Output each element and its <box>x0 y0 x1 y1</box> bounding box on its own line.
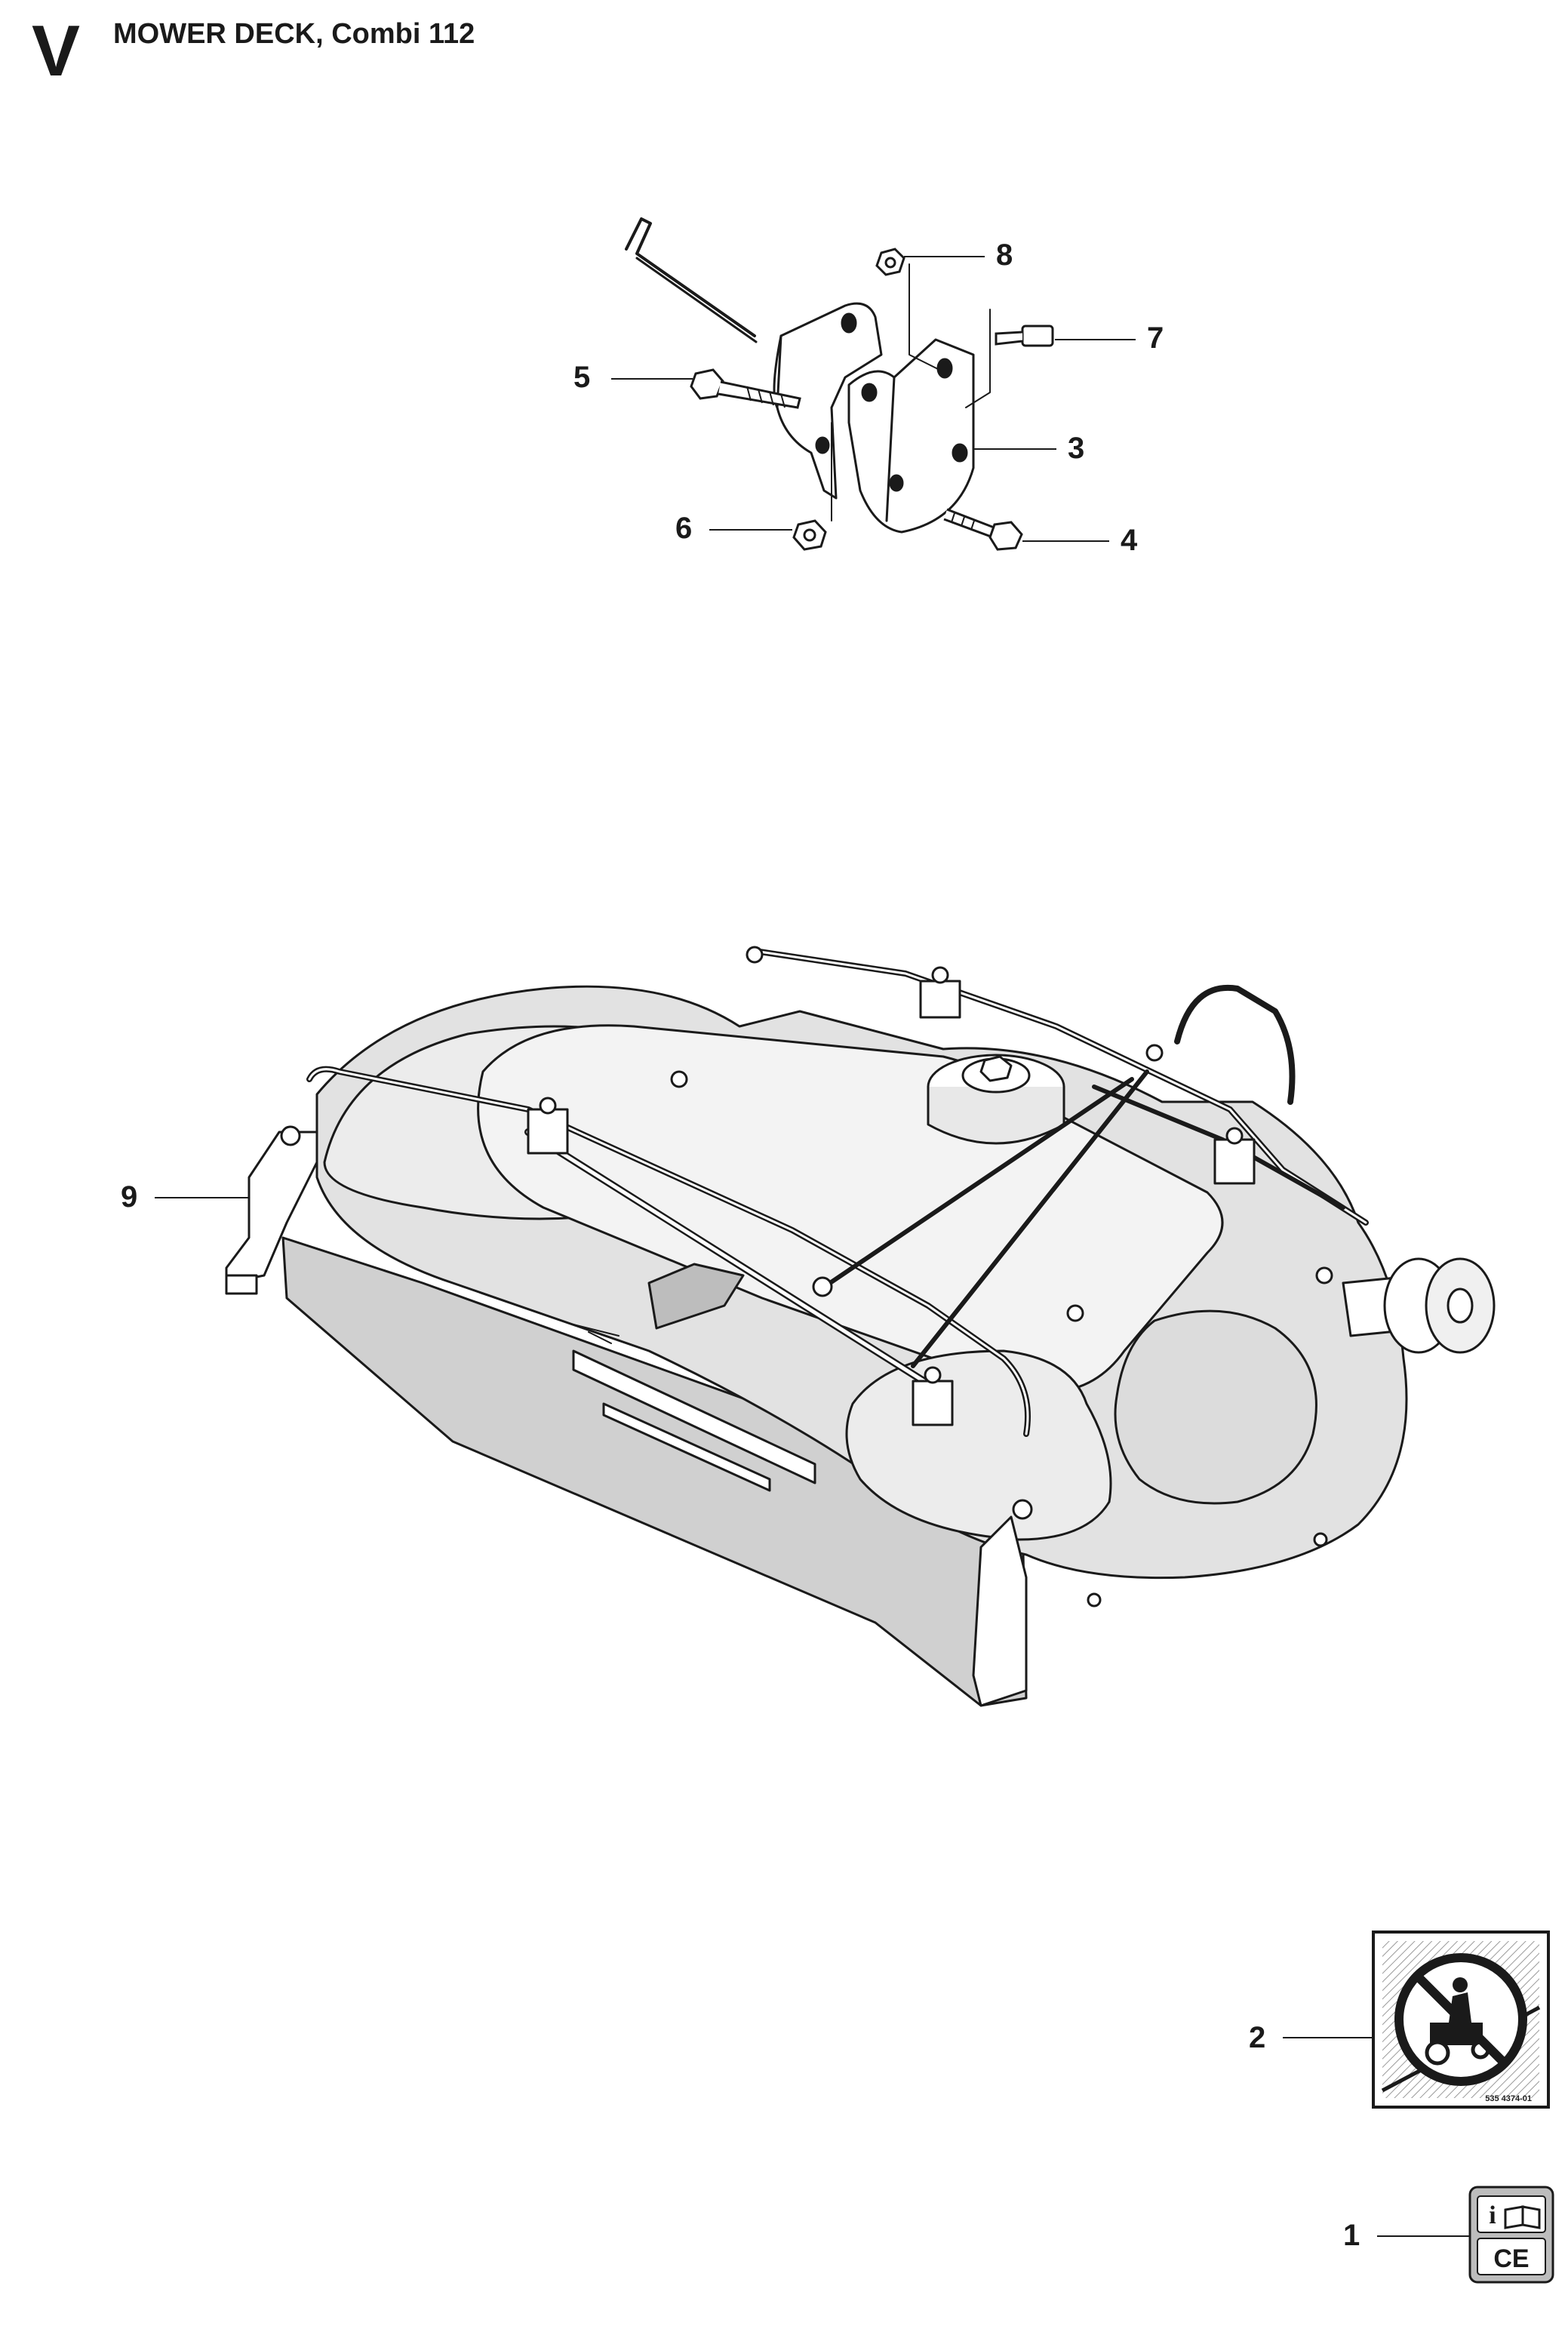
section-letter: V <box>32 11 81 91</box>
callout-5: 5 <box>573 361 591 394</box>
decal-part-code: 535 4374-01 <box>1485 2094 1532 2103</box>
bolt-part-4 <box>943 508 1023 551</box>
callout-3: 3 <box>1068 432 1085 465</box>
manual-ce-box: i CE <box>1468 2186 1554 2284</box>
page-title: MOWER DECK, Combi 112 <box>113 18 475 50</box>
callout-7: 7 <box>1147 321 1164 355</box>
svg-text:i: i <box>1489 2201 1496 2229</box>
bolt-part-7 <box>995 325 1054 347</box>
nut-part-8 <box>875 248 905 276</box>
mower-deck <box>225 946 1496 1707</box>
no-riding-on-slope-icon <box>1381 1953 1541 2093</box>
callout-6: 6 <box>675 512 693 545</box>
callout-1: 1 <box>1343 2219 1360 2252</box>
nut-part-6 <box>792 519 827 551</box>
callout-leaders-top <box>611 256 1136 542</box>
callout-9: 9 <box>121 1180 138 1214</box>
bracket-assembly <box>625 217 991 534</box>
bolt-part-5 <box>690 368 801 409</box>
warning-decal: 535 4374-01 <box>1372 1931 1550 2109</box>
callout-8: 8 <box>996 238 1013 272</box>
callout-2: 2 <box>1249 2021 1266 2054</box>
ce-mark: CE <box>1493 2244 1529 2273</box>
information-book-icon: i <box>1489 2201 1541 2229</box>
callout-4: 4 <box>1121 524 1138 557</box>
